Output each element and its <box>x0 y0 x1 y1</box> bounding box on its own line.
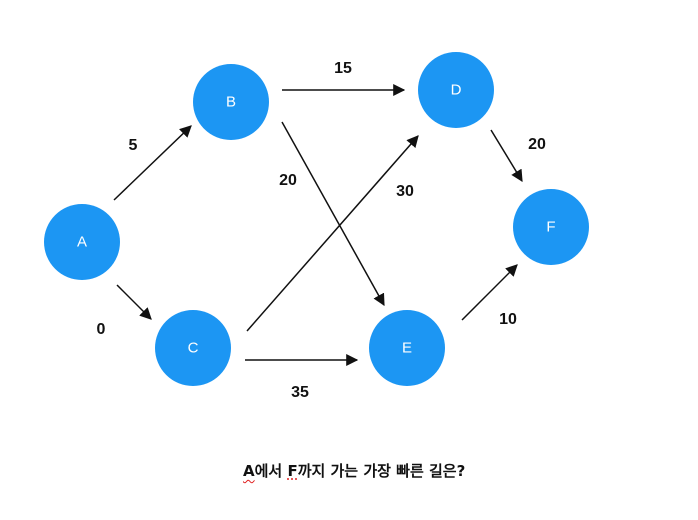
node-a-circle <box>44 204 120 280</box>
edge-c-d-weight: 30 <box>396 183 414 200</box>
question-connector: 에서 <box>254 462 288 480</box>
question-rest: 까지 가는 가장 빠른 길은? <box>297 462 466 480</box>
edge-a-b-arrow <box>113 125 192 201</box>
node-b-circle <box>193 64 269 140</box>
question-end-node: F <box>287 462 298 480</box>
node-c-label: C <box>188 340 199 357</box>
nodes-layer: A B C D E F <box>44 52 589 386</box>
edge-a-c-arrow <box>116 284 152 320</box>
edge-c-e-weight: 35 <box>291 384 309 401</box>
node-c-circle <box>155 310 231 386</box>
node-e: E <box>369 310 445 386</box>
edge-a-b-weight: 5 <box>129 137 138 154</box>
node-a: A <box>44 204 120 280</box>
node-f-label: F <box>546 219 555 236</box>
edge-d-f-arrow <box>490 129 523 183</box>
node-d-label: D <box>451 82 462 99</box>
edge-b-d-weight: 15 <box>334 60 352 77</box>
node-f: F <box>513 189 589 265</box>
question-start-node: A <box>243 462 255 480</box>
node-d: D <box>418 52 494 128</box>
node-b: B <box>193 64 269 140</box>
edge-d-f-weight: 20 <box>528 136 546 153</box>
edge-b-e-arrow <box>281 121 385 307</box>
edge-e-f-arrow <box>461 264 518 321</box>
node-e-label: E <box>402 340 412 357</box>
edges-layer: 5 0 15 20 30 35 20 10 <box>97 60 546 401</box>
edge-e-f-weight: 10 <box>499 311 517 328</box>
question-text: A에서 F까지 가는 가장 빠른 길은? <box>243 460 465 481</box>
node-b-label: B <box>226 94 236 111</box>
node-d-circle <box>418 52 494 128</box>
edge-b-e-weight: 20 <box>279 172 297 189</box>
edge-c-d-arrow <box>246 135 419 332</box>
edge-a-c-weight: 0 <box>97 321 106 338</box>
node-f-circle <box>513 189 589 265</box>
node-c: C <box>155 310 231 386</box>
node-e-circle <box>369 310 445 386</box>
node-a-label: A <box>77 234 87 251</box>
